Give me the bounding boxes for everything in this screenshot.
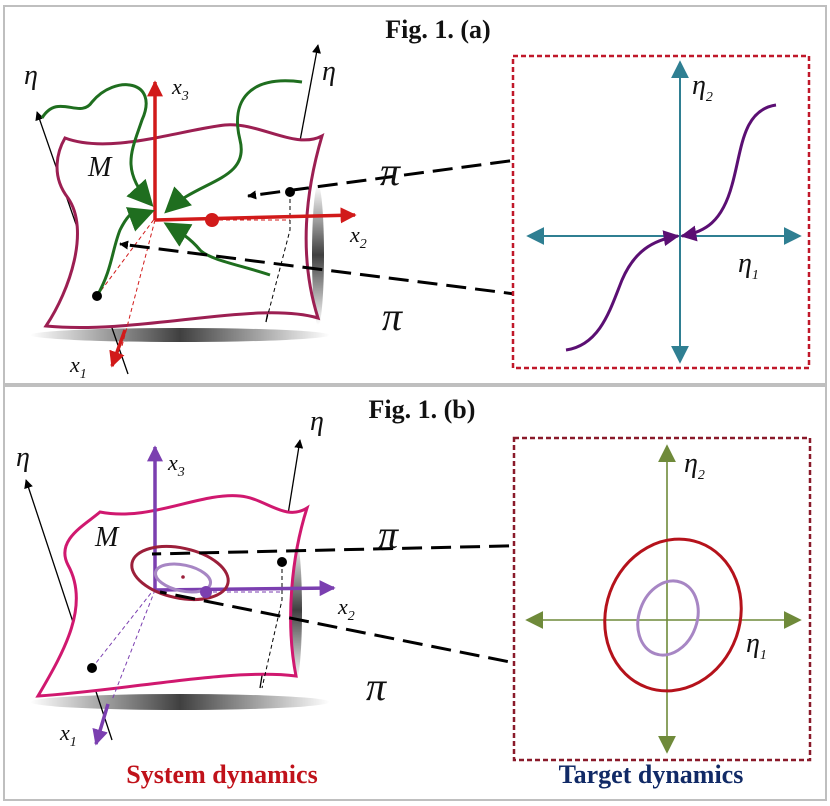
caption-target-dynamics: Target dynamics: [559, 760, 744, 789]
orbit-outer-b: [130, 545, 230, 601]
axis-x1-b: [111, 589, 156, 701]
axis-x1-label-a: x1: [69, 352, 87, 382]
manifold-label-a: M: [87, 152, 113, 183]
manifold-b-shadow-bottom: [30, 694, 330, 710]
projection-dot-b: [200, 586, 212, 598]
initial-point-b-left: [87, 663, 97, 673]
eta-label-left-b: η: [16, 442, 30, 473]
target-orbit-outer-b: [603, 537, 743, 693]
eta-label-right-b: η: [310, 406, 324, 437]
axis-x1-b-solid: [92, 703, 110, 746]
frame-panel-b: [3, 385, 827, 801]
manifold-label-b: M: [94, 522, 120, 553]
manifold-a-shadow-right: [312, 185, 324, 325]
eta-label-right-a: η: [322, 56, 336, 87]
axis-x2-b: [154, 580, 336, 597]
target-box-a[interactable]: [511, 54, 811, 370]
orbit-center-b: [181, 575, 185, 579]
axis-x1-label-b: x1: [59, 720, 77, 750]
pi-map-lower-b: [159, 590, 651, 692]
target-curve-lower-a: [565, 230, 680, 352]
pi-label-upper-b: π: [378, 512, 399, 557]
eta-label-left-a: η: [24, 60, 38, 91]
axis-x3-label-a: x3: [171, 74, 189, 104]
frame-panel-a: [3, 5, 827, 385]
axis-x1-a-solid: [109, 329, 127, 368]
pi-label-lower-b: π: [366, 664, 387, 709]
axis-x2-label-b: x2: [337, 594, 355, 624]
pi-label-lower-a: π: [382, 294, 403, 339]
trajectory-a-3: [95, 207, 155, 297]
guide-a-x1: [96, 217, 156, 297]
pi-label-upper-a: π: [380, 149, 401, 194]
trajectory-a-2: [164, 79, 303, 214]
target-box-b[interactable]: [512, 436, 812, 762]
eta-line-left-b: [24, 479, 113, 741]
panel-a: Fig. 1. (a) η η M x3 x2 x1: [24, 15, 811, 382]
target-eta1-label-a: η1: [738, 248, 759, 283]
axis-x2-label-a: x2: [349, 222, 367, 252]
equilibrium-dot-a: [205, 213, 219, 227]
panel-b: Fig. 1. (b) η η M x3 x2 x1 π: [16, 395, 812, 762]
initial-point-a-left: [92, 291, 102, 301]
manifold-a-shadow-bottom: [30, 328, 330, 342]
pi-map-upper-a: [247, 128, 741, 200]
panel-b-title: Fig. 1. (b): [369, 395, 476, 424]
orbit-inner-b: [153, 562, 213, 594]
initial-point-b-right: [277, 557, 287, 567]
panel-a-title: Fig. 1. (a): [385, 15, 490, 44]
guide-a-proj: [265, 192, 291, 323]
target-eta2-label-b: η2: [684, 448, 705, 483]
pi-map-lower-a: [119, 240, 611, 308]
trajectory-a-4: [163, 222, 271, 277]
axis-x1-a: [121, 219, 156, 347]
caption-system-dynamics: System dynamics: [126, 760, 317, 789]
guide-b-x1: [91, 587, 156, 669]
axis-x2-a: [154, 207, 357, 224]
target-eta2-label-a: η2: [692, 70, 713, 105]
axis-x3-label-b: x3: [167, 450, 185, 480]
trajectory-a-1: [40, 83, 154, 207]
guide-b-proj: [261, 562, 283, 689]
target-curve-upper-a: [680, 103, 777, 242]
target-orbit-inner-b: [636, 579, 700, 657]
target-eta1-label-b: η1: [746, 628, 767, 663]
